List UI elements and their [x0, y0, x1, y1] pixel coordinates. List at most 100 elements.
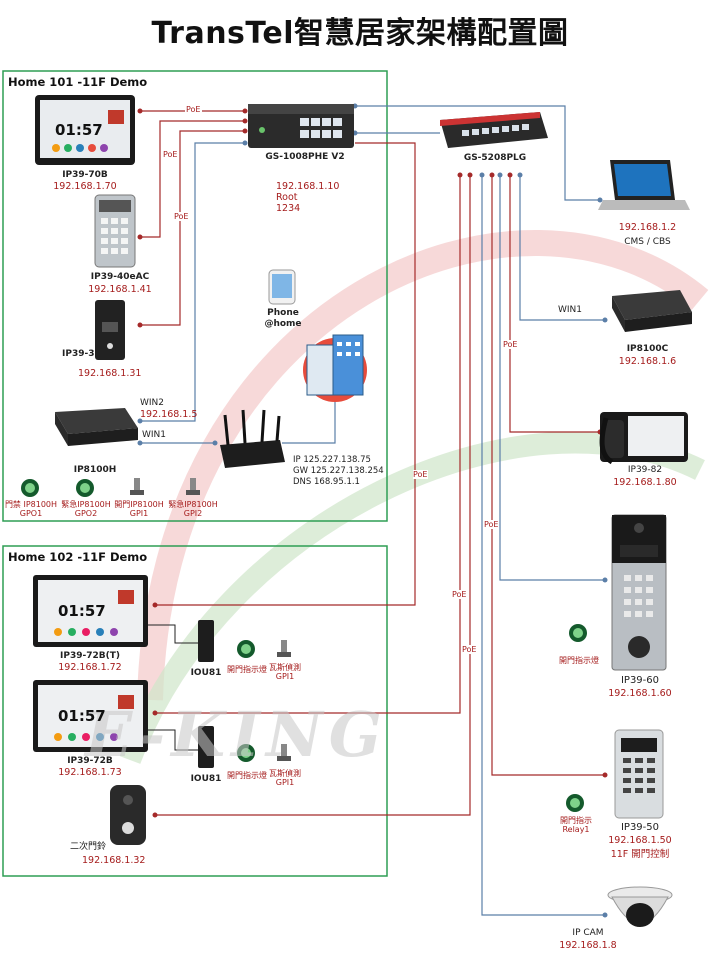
ip39-50-name: IP39-50	[620, 822, 660, 833]
ip8100h-shape	[55, 408, 138, 446]
ip39-50-ip: 192.168.1.50	[608, 835, 672, 846]
iou81-a-l3: GPI1	[275, 672, 295, 681]
ip39-72b-screen-time: 01:57	[58, 707, 106, 725]
ip39-70b-ip: 192.168.1.70	[53, 181, 117, 192]
iou81-b-name: IOU81	[190, 774, 222, 784]
wire-switch-laptop	[355, 105, 600, 201]
ip39-72bt-ip: 192.168.1.72	[58, 662, 122, 673]
poe-label-1: PoE	[185, 105, 202, 114]
io-1-label1: 門禁 IP8100H	[4, 500, 58, 509]
iou81-a-name: IOU81	[190, 668, 222, 678]
building-icon-shape	[303, 334, 367, 402]
phone-label-1: Phone	[267, 308, 299, 318]
ip8100c-name: IP8100C	[626, 344, 669, 354]
home101-title: Home 101 -11F Demo	[8, 75, 148, 89]
ip39-50-note: 11F 開門控制	[610, 849, 670, 860]
laptop-shape	[598, 160, 690, 210]
ip39-50-relay-l2: Relay1	[562, 825, 590, 834]
ip39-40eac-ip: 192.168.1.41	[88, 284, 152, 295]
io-buttons-home101	[21, 478, 200, 497]
decor-arc-red	[137, 230, 709, 701]
io-4-label1: 緊急IP8100H	[168, 500, 218, 509]
ip39-72b-ip: 192.168.1.73	[58, 767, 122, 778]
win1-label: WIN1	[142, 430, 167, 440]
wire-40eac-poe	[140, 120, 245, 238]
ip39-70b-shape	[35, 95, 135, 165]
router-ip: IP 125.227.138.75	[293, 455, 371, 465]
switch-gs5208-shape	[440, 112, 548, 148]
ip39-60-name: IP39-60	[620, 675, 660, 686]
switch-gs1008-user: Root	[276, 192, 298, 203]
ip39-60-shape	[569, 514, 667, 671]
ip39-72b-shape	[33, 680, 148, 752]
ip39-72bt-name: IP39-72B(T)	[60, 651, 120, 661]
iou81-b-l1: 開門指示燈	[227, 771, 267, 780]
iou81-a-l1: 開門指示燈	[227, 665, 267, 674]
wire-31-poe	[140, 130, 245, 326]
ip39-82-name: IP39-82	[627, 465, 663, 475]
ipcam-name: IP CAM	[572, 928, 604, 938]
io-3-label1: 開門IP8100H	[114, 500, 164, 509]
ip39-40eac-shape	[94, 194, 136, 268]
wire-ipcam	[481, 175, 605, 916]
wire-ip39-60	[499, 175, 605, 581]
win2-label: WIN2	[140, 398, 165, 408]
ip39-50-shape	[566, 729, 664, 819]
io-3-label2: GPI1	[129, 509, 149, 518]
ipcam-shape	[607, 886, 673, 927]
router-gw: GW 125.227.138.254	[293, 466, 384, 476]
switch-gs1008-name: GS-1008PHE V2	[265, 152, 345, 162]
ip39-31-name: IP39-31	[62, 349, 101, 359]
wire-ip39-82	[509, 175, 600, 433]
ip39-60-indicator: 開門指示燈	[559, 656, 599, 665]
ip39-60-ip: 192.168.1.60	[608, 688, 672, 699]
home102-frame	[2, 545, 388, 877]
poe-label-d: PoE	[462, 645, 477, 654]
poe-label-c: PoE	[452, 590, 467, 599]
switch-gs1008-shape	[248, 104, 354, 148]
router-shape	[220, 409, 285, 468]
poe-label-3: PoE	[174, 212, 189, 221]
io-buttons-home102	[237, 640, 291, 762]
io-4-label2: GPI2	[183, 509, 203, 518]
doorbell-shape	[110, 785, 146, 845]
wire-8100h-win2	[140, 142, 245, 422]
io-2-label1: 緊急IP8100H	[61, 500, 111, 509]
ip39-72bt-shape	[33, 575, 148, 647]
wire-72b	[155, 175, 461, 714]
iou81-a-shape	[198, 620, 214, 662]
ip39-70b-screen-time: 01:57	[55, 121, 103, 139]
ip39-72b-name: IP39-72B	[67, 756, 113, 766]
laptop-ip: 192.168.1.2	[618, 222, 677, 233]
router-dns: DNS 168.95.1.1	[293, 477, 360, 487]
wire-72bt-poe	[155, 142, 416, 606]
doorbell-ip: 192.168.1.32	[82, 855, 146, 866]
win2-ip: 192.168.1.5	[140, 409, 198, 420]
phone-label-2: @home	[264, 319, 302, 329]
poe-label-b: PoE	[484, 520, 499, 529]
switch-gs1008-ip: 192.168.1.10	[276, 181, 340, 192]
ip39-50-relay-l1: 開門指示	[560, 816, 592, 825]
ip8100c-win-label: WIN1	[558, 305, 583, 315]
wire-ip39-50	[491, 175, 605, 776]
ip39-72bt-screen-time: 01:57	[58, 602, 106, 620]
ip39-82-ip: 192.168.1.80	[613, 477, 677, 488]
iou81-b-shape	[198, 726, 214, 768]
wire-router-cloud	[282, 395, 336, 444]
iou81-b-l2: 瓦斯偵測	[269, 769, 301, 778]
phone-shape	[268, 269, 296, 305]
wire-doorbell	[155, 175, 471, 816]
page-title: TransTel智慧居家架構配置圖	[151, 16, 569, 51]
ip39-31-ip: 192.168.1.31	[78, 368, 142, 379]
ip8100h-name: IP8100H	[73, 465, 117, 475]
poe-label-ip8100c: PoE	[503, 340, 518, 349]
ip39-70b-name: IP39-70B	[62, 170, 108, 180]
poe-label-a: PoE	[413, 470, 428, 479]
ip39-82-shape	[599, 412, 688, 465]
wire-ip8100c	[519, 175, 605, 321]
laptop-name: CMS / CBS	[624, 237, 671, 247]
switch-gs1008-pass: 1234	[276, 203, 301, 214]
io-1-label2: GPO1	[19, 509, 43, 518]
